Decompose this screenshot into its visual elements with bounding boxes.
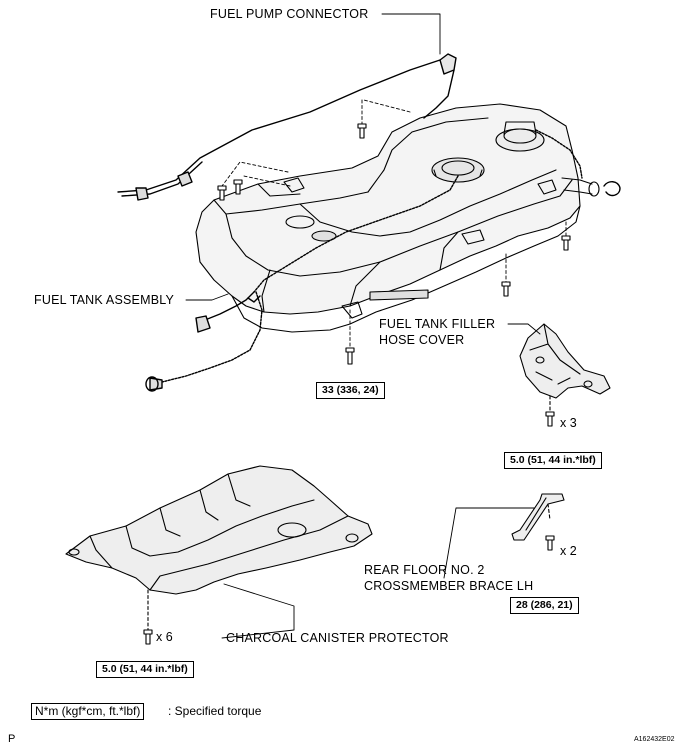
protector-torque-box: 5.0 (51, 44 in.*lbf)	[96, 661, 194, 678]
torque-legend-description: : Specified torque	[168, 704, 262, 718]
crossmember-brace-label-line2: CROSSMEMBER BRACE LH	[364, 579, 534, 593]
leader-lines	[185, 13, 541, 639]
fuel-pump-connector-label: FUEL PUMP CONNECTOR	[210, 7, 369, 21]
wire-harness-drawing	[117, 53, 583, 392]
figure-id: A162432E02	[634, 736, 675, 743]
crossmember-brace-drawing	[511, 493, 565, 551]
filler-hose-cover-label-line1: FUEL TANK FILLER	[379, 317, 496, 331]
canister-protector-label: CHARCOAL CANISTER PROTECTOR	[226, 631, 449, 645]
tank-torque-box: 33 (336, 24)	[316, 382, 385, 399]
crossmember-brace-label-line1: REAR FLOOR NO. 2	[364, 563, 485, 577]
fuel-tank-assembly-label: FUEL TANK ASSEMBLY	[34, 293, 174, 307]
tank-bolts	[217, 123, 571, 365]
torque-legend-unit: N*m (kgf*cm, ft.*lbf)	[31, 703, 145, 720]
filler-hose-cover-label-line2: HOSE COVER	[379, 333, 465, 347]
filler-cover-torque-box: 5.0 (51, 44 in.*lbf)	[504, 452, 602, 469]
page-mark: P	[8, 733, 16, 745]
protector-qty: x 6	[156, 630, 173, 644]
tank-bolt-leaders	[221, 99, 567, 349]
filler-cover-qty: x 3	[560, 416, 577, 430]
canister-protector-drawing	[65, 465, 373, 645]
filler-hose-cover-drawing	[519, 323, 611, 427]
fuel-tank-drawing	[195, 103, 621, 333]
brace-qty: x 2	[560, 544, 577, 558]
brace-torque-box: 28 (286, 21)	[510, 597, 579, 614]
